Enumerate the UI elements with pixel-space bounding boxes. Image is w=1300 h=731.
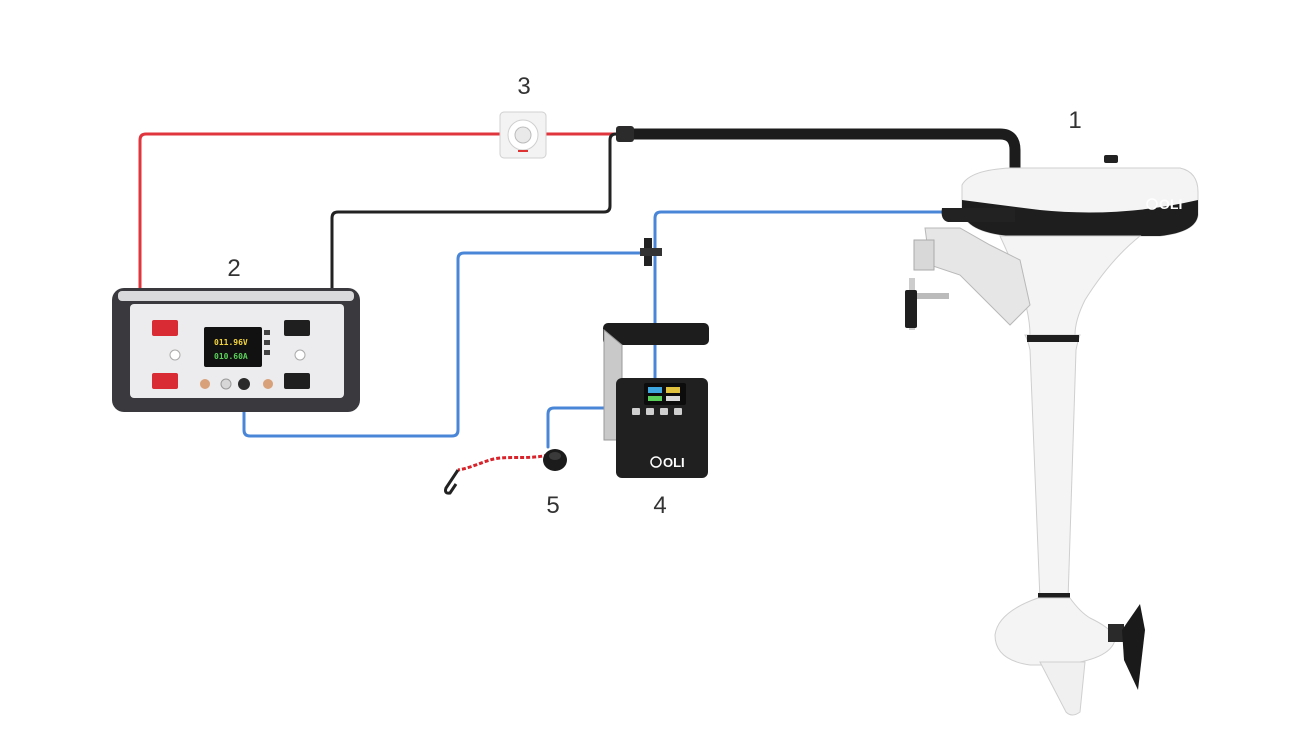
battery-signal-port [238,378,250,390]
motor-skeg [1039,661,1086,716]
motor-power-cable [618,128,1021,181]
cable-joint [616,126,634,142]
positive-terminal-top [152,320,178,336]
negative-cable [330,132,626,327]
battery-display [204,327,262,367]
signal-cable-kill-switch [546,406,612,449]
clamp-handle-icon [905,290,917,328]
callout-throttle: 4 [653,492,666,519]
throttle-handle [603,323,709,345]
battery-current: 010.60A [214,352,248,361]
positive-terminal-bottom [152,373,178,389]
callout-motor: 1 [1068,107,1081,134]
negative-terminal-bottom [284,373,310,389]
signal-cable-battery [242,251,652,438]
callout-kill-switch: 5 [546,492,559,519]
motor-brand: OLI [1159,196,1182,212]
lanyard-clip-icon [444,469,460,495]
throttle-logo-icon [650,456,662,468]
callout-battery: 2 [227,255,240,282]
motor-connector [941,208,1015,222]
outboard-motor: OLI [905,155,1199,716]
battery-port [200,379,210,389]
kill-switch-lanyard [457,453,549,472]
motor-logo-icon [1146,198,1158,210]
throttle: OLI [603,323,709,478]
positive-cable [138,132,620,327]
signal-cable-motor [653,210,947,255]
battery-voltage: 011.96V [214,338,248,347]
kill-switch [444,449,567,495]
negative-terminal-top [284,320,310,336]
motor-lower-unit [994,597,1116,666]
battery-switch [499,111,547,159]
propeller-icon [1122,604,1145,690]
throttle-brand: OLI [663,455,685,470]
callout-switch: 3 [517,73,530,100]
motor-bracket [924,227,1031,326]
motor-shaft [1024,334,1081,601]
throttle-display [644,383,686,405]
battery: 011.96V 010.60A [112,288,360,412]
cables [138,126,1021,449]
